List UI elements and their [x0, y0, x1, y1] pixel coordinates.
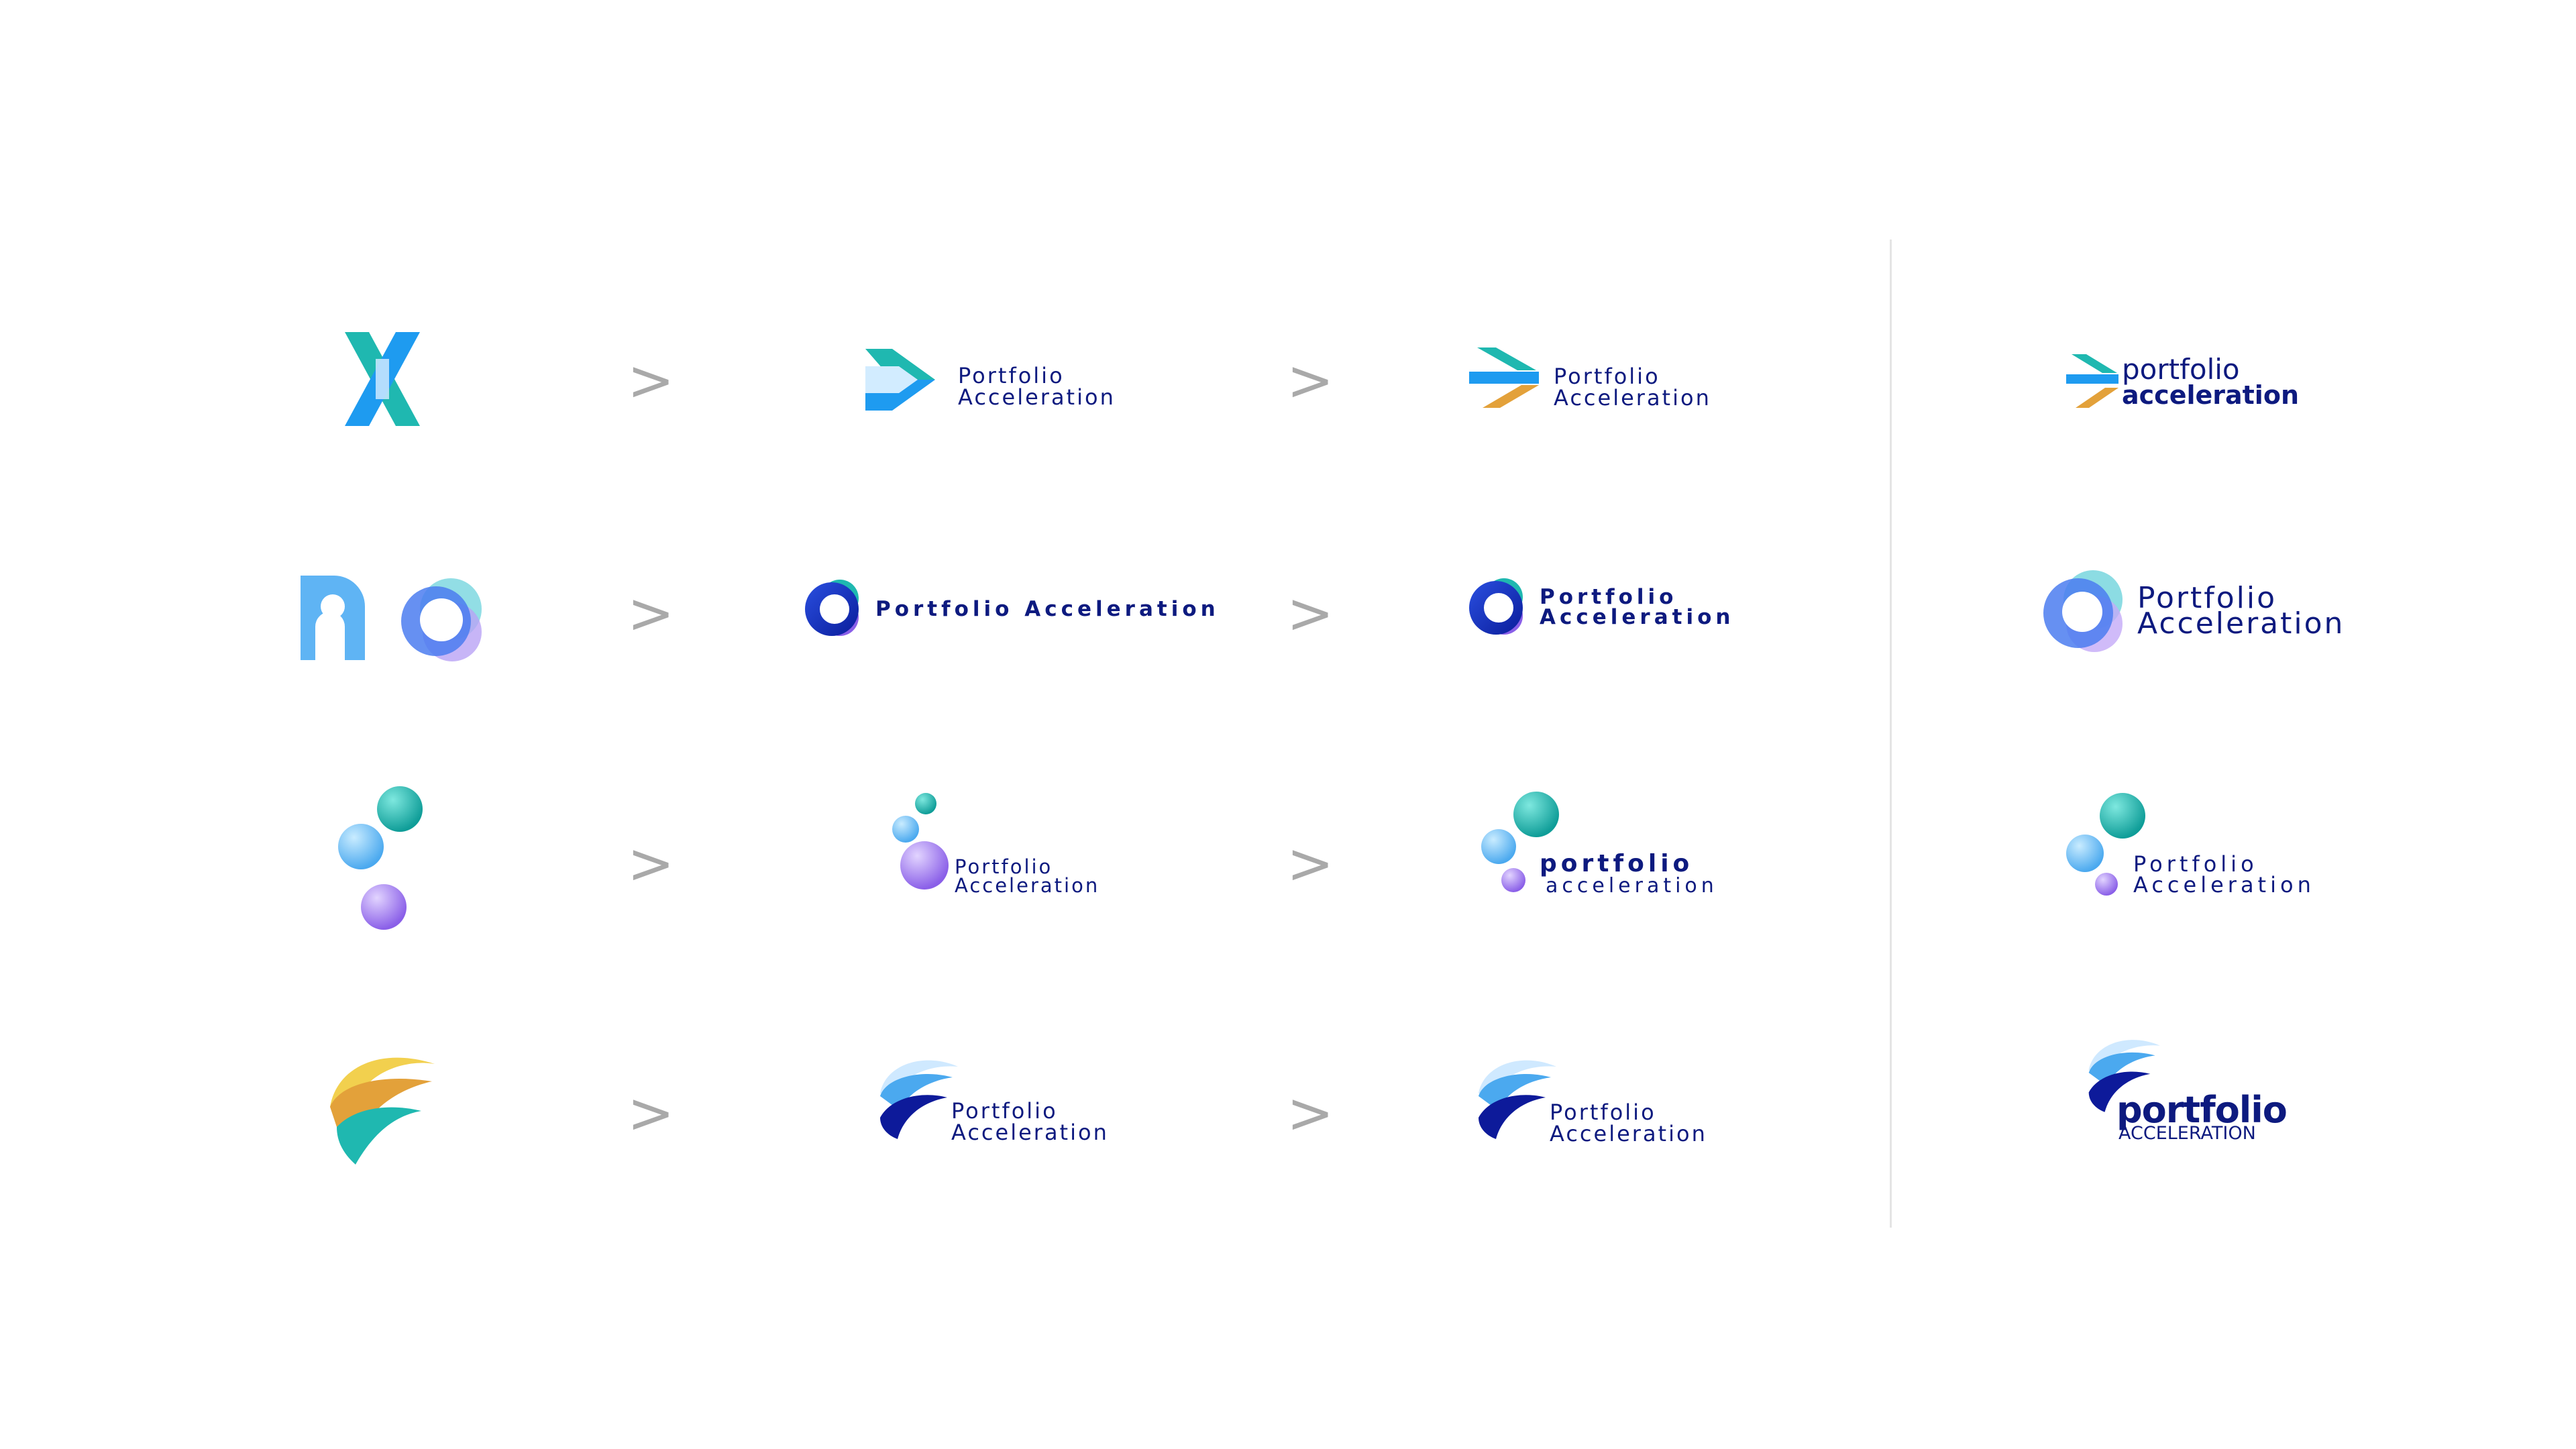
final-r3-line1: Portfolio: [2133, 851, 2258, 877]
arrow-r1-a: >: [627, 347, 675, 413]
arrow-r4-a: >: [627, 1080, 675, 1146]
arrow-mark-v2: [865, 349, 935, 411]
ring-logo-concept: [401, 578, 482, 661]
arrow-r3-a: >: [627, 830, 675, 896]
v2-r1-line1: Portfolio: [958, 363, 1065, 388]
v3-r3-line2: acceleration: [1546, 874, 1718, 898]
v3-r1-line1: Portfolio: [1554, 364, 1660, 389]
arrow-mark-final: [2066, 354, 2118, 408]
final-r1-line2: acceleration: [2122, 380, 2299, 410]
bubbles-logo-v2: [892, 793, 949, 890]
final-r2-line1: Portfolio: [2137, 581, 2277, 615]
arrow-r4-b: >: [1287, 1080, 1334, 1146]
v3-r1-line2: Acceleration: [1554, 385, 1711, 411]
final-r3-line2: Acceleration: [2133, 872, 2315, 898]
v2-r4-line2: Acceleration: [951, 1120, 1109, 1145]
v3-r4-line1: Portfolio: [1550, 1099, 1656, 1125]
x-ribbon-logo: [345, 332, 420, 426]
v2-r4-line1: Portfolio: [951, 1098, 1058, 1124]
v3-r2-line2: Acceleration: [1540, 605, 1735, 629]
arrow-mark-v3: [1469, 347, 1539, 408]
p-letter-logo: [301, 576, 365, 660]
bubbles-logo-concept: [338, 786, 423, 930]
v3-r3-line1: portfolio: [1540, 850, 1694, 877]
v2-r3-line2: Acceleration: [955, 874, 1100, 897]
final-r2-line2: Acceleration: [2137, 606, 2345, 641]
arrow-r1-b: >: [1287, 347, 1334, 413]
ring-logo-final: [2043, 570, 2123, 652]
final-r1-line1: portfolio: [2122, 353, 2240, 386]
ring-logo-v3: [1469, 578, 1523, 635]
column-divider: [1890, 239, 1892, 1228]
final-r4-line2: ACCELERATION: [2118, 1123, 2256, 1144]
v3-r2-line1: Portfolio: [1540, 585, 1678, 609]
v2-r2-text: Portfolio Acceleration: [875, 597, 1220, 621]
ring-logo-v2: [805, 580, 859, 636]
arrow-r2-b: >: [1287, 580, 1334, 646]
v3-r4-line2: Acceleration: [1550, 1121, 1707, 1146]
arrow-r3-b: >: [1287, 830, 1334, 896]
v2-r1-line2: Acceleration: [958, 384, 1116, 410]
fan-logo-concept: [330, 1057, 435, 1165]
bubbles-logo-v3: [1481, 792, 1559, 892]
fan-logo-final: [2088, 1040, 2160, 1112]
fan-logo-v3: [1479, 1060, 1556, 1139]
fan-logo-v2: [880, 1060, 958, 1139]
bubbles-logo-final: [2066, 793, 2145, 896]
final-r4-line1: portfolio: [2116, 1089, 2288, 1131]
v2-r3-line1: Portfolio: [955, 855, 1053, 878]
arrow-r2-a: >: [627, 580, 675, 646]
